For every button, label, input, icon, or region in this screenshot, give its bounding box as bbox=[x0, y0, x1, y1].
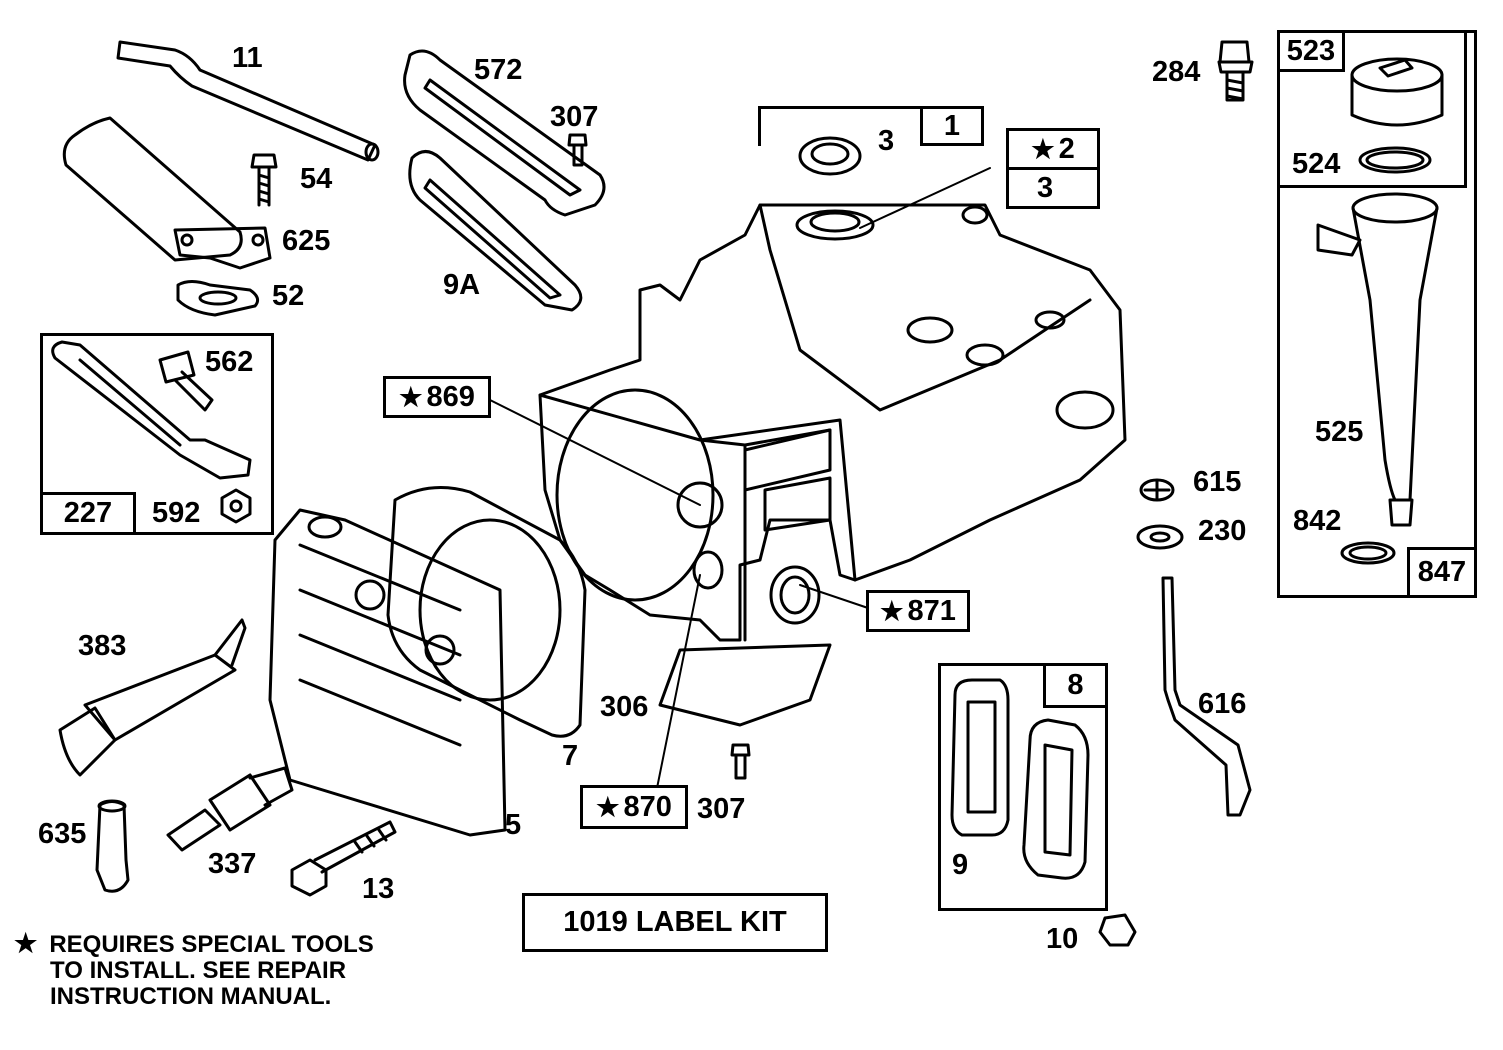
bracket-227-drawing bbox=[51, 340, 252, 480]
gasket-52-drawing bbox=[176, 280, 260, 317]
label-842: 842 bbox=[1293, 505, 1342, 537]
label-1: 1 bbox=[920, 106, 984, 146]
crankcase-drawing bbox=[538, 203, 1127, 727]
label-5: 5 bbox=[505, 809, 522, 841]
label-871: ★871 bbox=[866, 590, 970, 632]
screw-54-drawing bbox=[250, 153, 278, 207]
nut-592-drawing bbox=[220, 488, 252, 524]
label-2-number: 2 bbox=[1058, 132, 1075, 165]
star-icon: ★ bbox=[399, 382, 423, 412]
label-227: 227 bbox=[40, 492, 136, 535]
star-icon: ★ bbox=[14, 928, 38, 958]
washer-230-drawing bbox=[1136, 524, 1184, 550]
label-8: 8 bbox=[1043, 663, 1108, 708]
breather-cover-8-drawing bbox=[1022, 718, 1090, 880]
breather-gasket-9-drawing bbox=[950, 678, 1010, 837]
label-869: ★869 bbox=[383, 376, 491, 418]
o-ring-524-drawing bbox=[1358, 146, 1432, 174]
plug-284-drawing bbox=[1217, 40, 1254, 102]
note-line-2: TO INSTALL. SEE REPAIR bbox=[50, 957, 347, 984]
gasket-9a-drawing bbox=[408, 150, 583, 312]
retainer-615-drawing bbox=[1139, 478, 1175, 502]
label-523: 523 bbox=[1277, 30, 1345, 72]
bolt-307-top-drawing bbox=[567, 133, 588, 167]
label-625: 625 bbox=[282, 225, 331, 257]
label-572: 572 bbox=[474, 54, 523, 86]
bolt-307-bottom-drawing bbox=[730, 743, 751, 780]
note-line-3: INSTRUCTION MANUAL. bbox=[50, 983, 332, 1010]
label-870-number: 870 bbox=[623, 790, 672, 823]
label-870: ★870 bbox=[580, 785, 688, 829]
label-847: 847 bbox=[1407, 547, 1477, 598]
label-13: 13 bbox=[362, 873, 395, 905]
note-line-1: REQUIRES SPECIAL TOOLS bbox=[49, 931, 374, 958]
boot-635-drawing bbox=[95, 799, 130, 893]
label-337: 337 bbox=[208, 848, 257, 880]
dipstick-cap-drawing bbox=[1350, 57, 1444, 127]
label-592: 592 bbox=[152, 497, 201, 529]
label-525: 525 bbox=[1315, 416, 1364, 448]
label-2: ★2 bbox=[1006, 128, 1100, 170]
breather-tube-drawing bbox=[116, 40, 380, 162]
head-gasket-drawing bbox=[386, 486, 587, 738]
label-562: 562 bbox=[205, 346, 254, 378]
label-615: 615 bbox=[1193, 466, 1242, 498]
group-box-227 bbox=[40, 333, 274, 535]
label-54: 54 bbox=[300, 163, 333, 195]
label-10: 10 bbox=[1046, 923, 1079, 955]
spark-plug-drawing bbox=[166, 766, 294, 852]
label-284: 284 bbox=[1152, 56, 1201, 88]
label-524: 524 bbox=[1292, 148, 1341, 180]
label-9: 9 bbox=[952, 849, 969, 881]
star-icon: ★ bbox=[880, 596, 904, 626]
screw-10-drawing bbox=[1098, 913, 1137, 947]
label-307-top: 307 bbox=[550, 101, 599, 133]
label-635: 635 bbox=[38, 818, 87, 850]
label-kit-box: 1019 LABEL KIT bbox=[522, 893, 828, 952]
label-869-number: 869 bbox=[426, 380, 475, 413]
guard-383-drawing bbox=[58, 618, 247, 777]
dipstick-tube-drawing bbox=[1316, 192, 1439, 527]
label-230: 230 bbox=[1198, 515, 1247, 547]
label-616: 616 bbox=[1198, 688, 1247, 720]
label-9a: 9A bbox=[443, 269, 481, 301]
star-icon: ★ bbox=[596, 792, 620, 822]
breather-625-drawing bbox=[62, 116, 272, 270]
gasket-572-drawing bbox=[403, 49, 606, 217]
lever-616-drawing bbox=[1161, 576, 1252, 817]
oil-seal-drawing bbox=[798, 136, 862, 176]
label-7: 7 bbox=[562, 740, 579, 772]
label-3-kit: 3 bbox=[1006, 167, 1100, 209]
group-box-523-524 bbox=[1277, 30, 1467, 188]
label-52: 52 bbox=[272, 280, 305, 312]
label-871-number: 871 bbox=[907, 594, 956, 627]
bolt-562-drawing bbox=[158, 350, 214, 412]
leader-lines bbox=[489, 167, 991, 799]
star-icon: ★ bbox=[1031, 134, 1055, 164]
label-383: 383 bbox=[78, 630, 127, 662]
label-3-seal: 3 bbox=[878, 125, 895, 157]
bolt-13-drawing bbox=[290, 820, 397, 897]
label-307-bottom: 307 bbox=[697, 793, 746, 825]
group-box-8 bbox=[938, 663, 1108, 911]
special-tools-note: ★ REQUIRES SPECIAL TOOLS TO INSTALL. SEE … bbox=[14, 930, 374, 1010]
cylinder-head-drawing bbox=[268, 508, 507, 837]
label-306: 306 bbox=[600, 691, 649, 723]
o-ring-842-drawing bbox=[1340, 541, 1396, 565]
label-11: 11 bbox=[232, 42, 263, 74]
